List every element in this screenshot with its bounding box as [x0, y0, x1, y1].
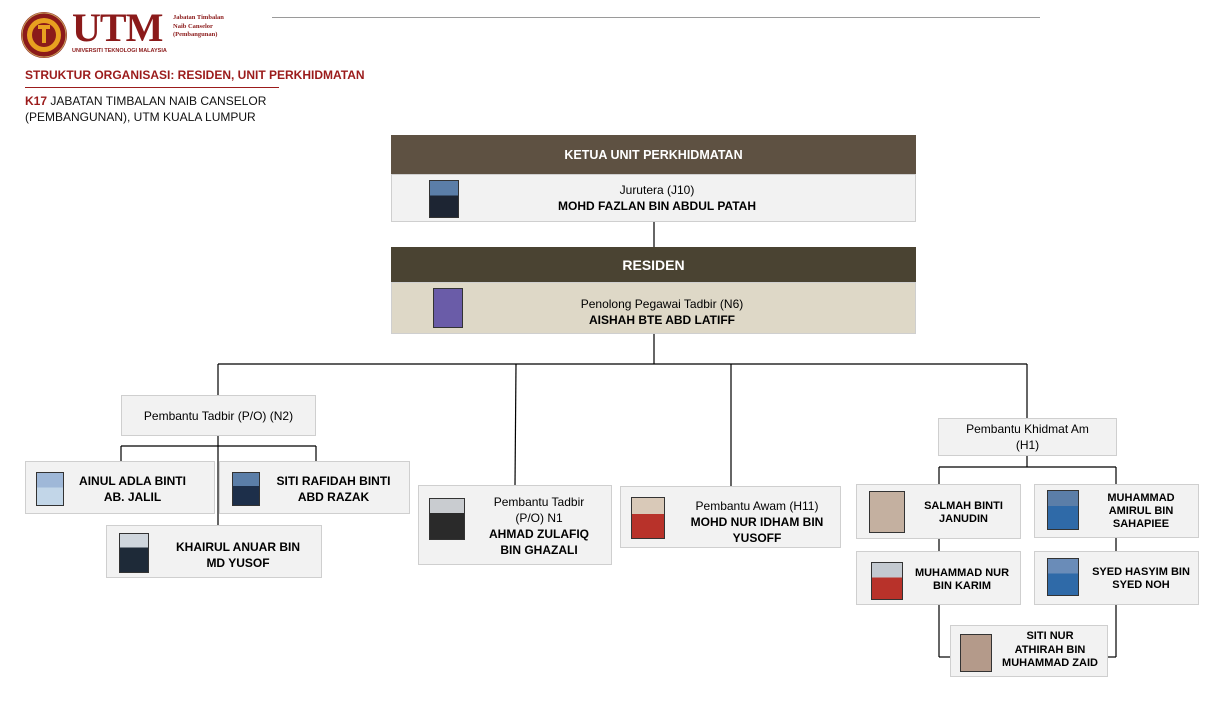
avatar	[960, 634, 992, 672]
person-name: SITI RAFIDAH BINTI	[276, 474, 391, 488]
role-label: Pembantu Tadbir	[493, 495, 585, 509]
person-name: MOHD NUR IDHAM BIN	[690, 515, 824, 529]
person-name: SAHAPIEE	[1112, 518, 1170, 530]
card-head-of-unit: Jurutera (J10) MOHD FAZLAN BIN ABDUL PAT…	[391, 174, 916, 222]
title-underline	[25, 87, 279, 88]
avatar	[232, 472, 260, 506]
utm-emblem-icon	[21, 12, 67, 58]
person-name: SITI NUR	[1026, 630, 1074, 642]
person-name: YUSOFF	[732, 531, 782, 545]
card-staff: MUHAMMAD NUR BIN KARIM	[856, 551, 1021, 605]
person-name: AISHAH BTE ABD LATIFF	[589, 313, 735, 327]
person-name: MUHAMMAD NUR	[914, 567, 1010, 579]
person-name: ABD RAZAK	[297, 490, 370, 504]
header-divider	[272, 17, 1040, 18]
card-staff: SITI RAFIDAH BINTI ABD RAZAK	[219, 461, 410, 514]
person-name: MUHAMMAD ZAID	[1002, 657, 1098, 669]
group-label-general: Pembantu Khidmat Am (H1)	[938, 418, 1117, 456]
person-name: SYED HASYIM BIN	[1092, 566, 1190, 578]
role-label: Pembantu Awam (H11)	[695, 499, 819, 513]
avatar	[1047, 558, 1079, 596]
section-header-resident: RESIDEN	[391, 247, 916, 282]
person-name: BIN KARIM	[932, 580, 992, 592]
group-label-admin: Pembantu Tadbir (P/O) (N2)	[121, 395, 316, 436]
person-name: MOHD FAZLAN BIN ABDUL PATAH	[558, 199, 756, 213]
logo-text: UTM	[72, 5, 163, 50]
card-staff: KHAIRUL ANUAR BIN MD YUSOF	[106, 525, 322, 578]
card-staff: SALMAH BINTI JANUDIN	[856, 484, 1021, 539]
card-staff: MUHAMMAD AMIRUL BIN SAHAPIEE	[1034, 484, 1199, 538]
person-name: KHAIRUL ANUAR BIN	[176, 540, 300, 554]
avatar	[871, 562, 903, 600]
person-name: AB. JALIL	[103, 490, 162, 504]
avatar	[119, 533, 149, 573]
avatar	[631, 497, 665, 539]
avatar	[433, 288, 463, 328]
avatar	[869, 491, 905, 533]
person-name: SALMAH BINTI	[924, 500, 1003, 512]
section-header-head: KETUA UNIT PERKHIDMATAN	[391, 135, 916, 174]
page-subtitle: K17 JABATAN TIMBALAN NAIB CANSELOR (PEMB…	[25, 94, 267, 124]
logo-subtext: UNIVERSITI TEKNOLOGI MALAYSIA	[72, 48, 167, 54]
role-label: Penolong Pegawai Tadbir (N6)	[580, 297, 744, 311]
card-staff: SITI NUR ATHIRAH BIN MUHAMMAD ZAID	[950, 625, 1108, 677]
card-staff: AINUL ADLA BINTI AB. JALIL	[25, 461, 215, 514]
role-label: Jurutera (J10)	[619, 183, 695, 197]
avatar	[1047, 490, 1079, 530]
avatar	[429, 498, 465, 540]
person-name: AINUL ADLA BINTI	[79, 474, 186, 488]
card-staff: SYED HASYIM BIN SYED NOH	[1034, 551, 1199, 605]
person-name: ATHIRAH BIN	[1014, 643, 1086, 656]
person-name: MD YUSOF	[206, 556, 270, 570]
person-name: JANUDIN	[939, 513, 988, 525]
card-staff: Pembantu Tadbir (P/O) N1 AHMAD ZULAFIQ B…	[418, 485, 612, 565]
avatar	[36, 472, 64, 506]
avatar	[429, 180, 459, 218]
department-name: Jabatan Timbalan Naib Canselor (Pembangu…	[173, 14, 224, 38]
card-staff: Pembantu Awam (H11) MOHD NUR IDHAM BIN Y…	[620, 486, 841, 548]
person-name: SYED NOH	[1112, 579, 1170, 591]
role-label: (P/O) N1	[515, 511, 563, 525]
person-name: MUHAMMAD	[1107, 492, 1175, 504]
person-name: AMIRUL BIN	[1108, 505, 1174, 517]
page-title: STRUKTUR ORGANISASI: RESIDEN, UNIT PERKH…	[25, 68, 365, 82]
person-name: AHMAD ZULAFIQ	[489, 527, 589, 541]
card-resident: Penolong Pegawai Tadbir (N6) AISHAH BTE …	[391, 282, 916, 334]
person-name: BIN GHAZALI	[500, 543, 578, 557]
